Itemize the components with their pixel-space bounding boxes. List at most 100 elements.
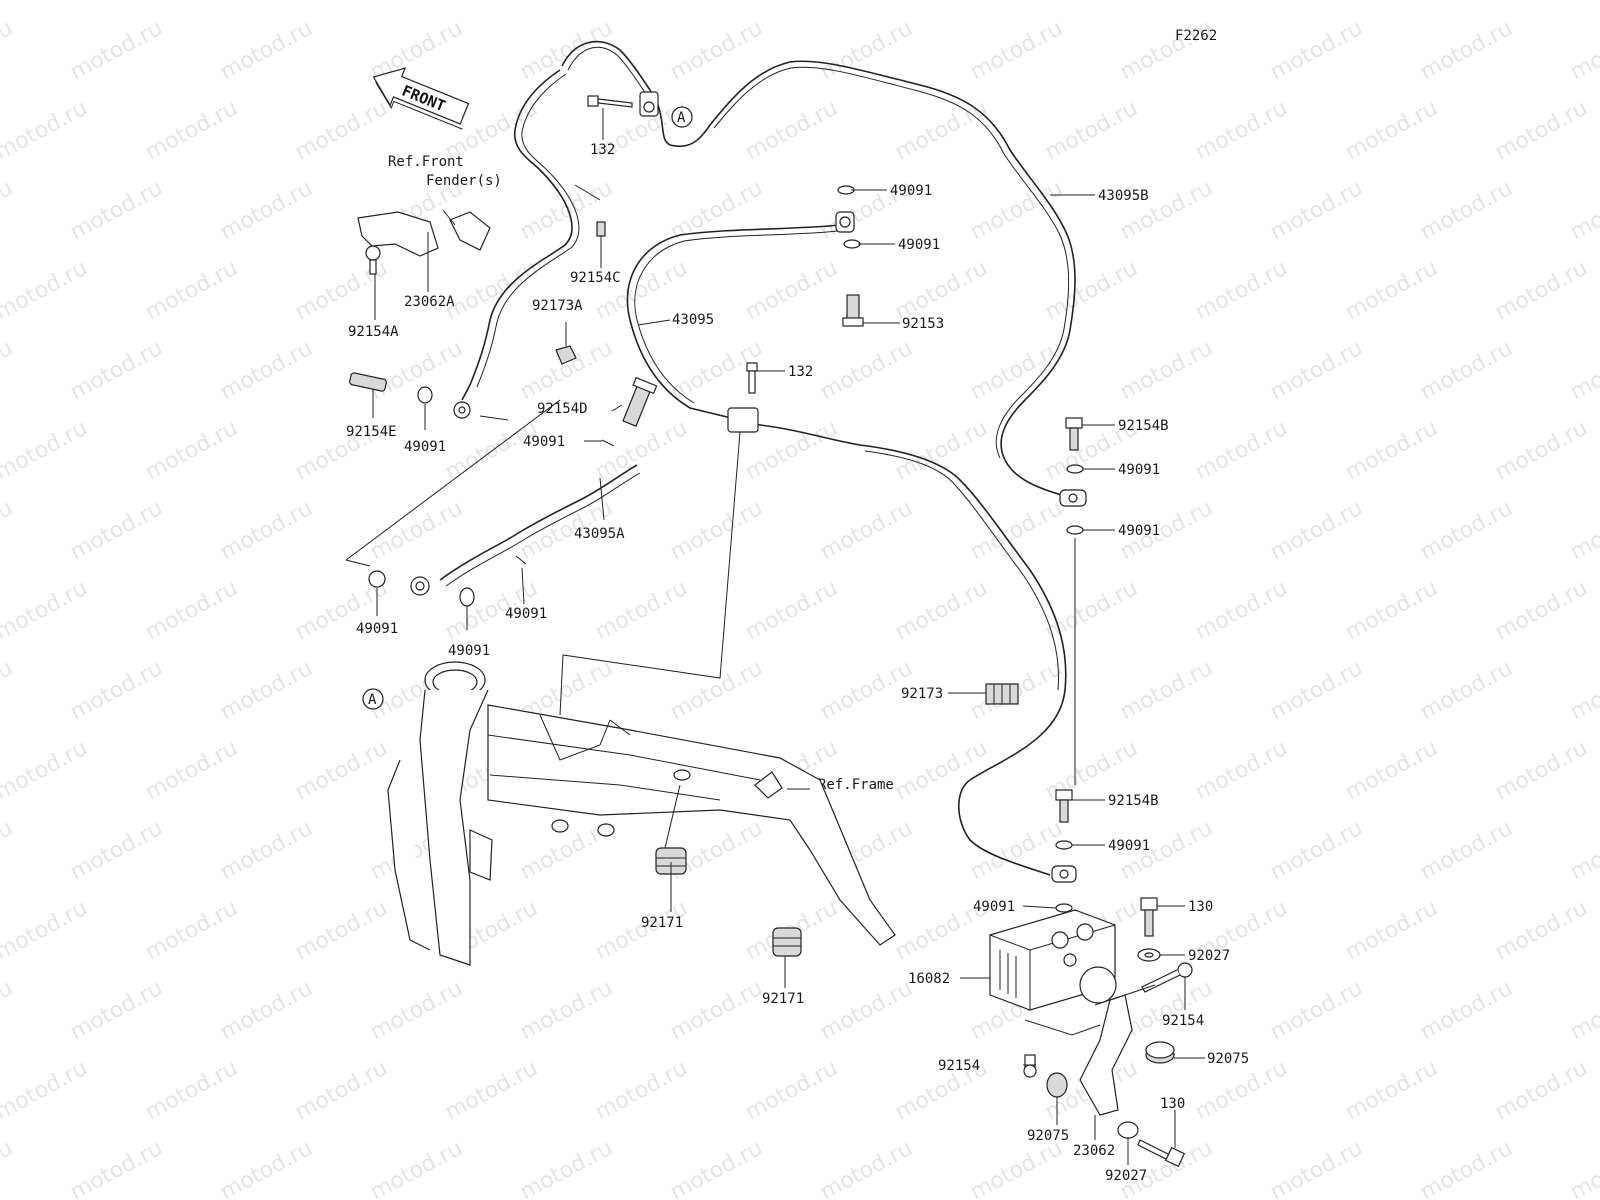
watermark-text: motod.ru: [0, 576, 92, 645]
label-132-top: 132: [590, 142, 615, 158]
watermark-text: motod.ru: [1341, 1056, 1442, 1125]
watermark-text: motod.ru: [0, 816, 17, 885]
label-92154b-top: 92154B: [1118, 418, 1169, 434]
bleeder-92154e: [349, 372, 387, 392]
label-49091-j: 49091: [1108, 838, 1150, 854]
label-92075-right: 92075: [1207, 1051, 1249, 1067]
watermark-text: motod.ru: [66, 496, 167, 565]
watermark-text: motod.ru: [0, 0, 92, 5]
watermark-text: motod.ru: [66, 976, 167, 1045]
watermark-text: motod.ru: [1416, 16, 1517, 85]
watermark-text: motod.ru: [1041, 0, 1142, 5]
label-130-top: 130: [1188, 899, 1213, 915]
label-92171-a: 92171: [641, 915, 683, 931]
watermark-text: motod.ru: [366, 496, 467, 565]
label-92153: 92153: [902, 316, 944, 332]
watermark-text: motod.ru: [1416, 976, 1517, 1045]
screw-92154-left: [1023, 1054, 1037, 1078]
watermark-text: motod.ru: [1266, 496, 1367, 565]
label-92154e: 92154E: [346, 424, 397, 440]
washer-49091-i: [1066, 525, 1084, 535]
bolt-130-top: [1140, 897, 1158, 937]
watermark-text: motod.ru: [966, 1136, 1067, 1200]
watermark-text: motod.ru: [1491, 1056, 1592, 1125]
watermark-text: motod.ru: [1491, 256, 1592, 325]
label-49091-e: 49091: [505, 606, 547, 622]
watermark-text: motod.ru: [1566, 976, 1600, 1045]
watermark-text: motod.ru: [816, 1136, 917, 1200]
label-92154b-bottom: 92154B: [1108, 793, 1159, 809]
watermark-text: motod.ru: [516, 16, 617, 85]
watermark-text: motod.ru: [1266, 16, 1367, 85]
watermark-text: motod.ru: [1341, 736, 1442, 805]
watermark-text: motod.ru: [0, 976, 17, 1045]
banjo-bolt-92154b-top: [1065, 417, 1083, 451]
label-49091-k: 49091: [973, 899, 1015, 915]
watermark-text: motod.ru: [291, 736, 392, 805]
label-43095: 43095: [672, 312, 714, 328]
watermark-text: motod.ru: [66, 16, 167, 85]
banjo-bolt-92154d: [622, 376, 658, 427]
label-49091-h: 49091: [1118, 462, 1160, 478]
banjo-fitting-right-bottom: [1051, 865, 1077, 883]
watermark-text: motod.ru: [0, 96, 92, 165]
watermark-text: motod.ru: [1491, 416, 1592, 485]
watermark-text: motod.ru: [1491, 736, 1592, 805]
watermark-text: motod.ru: [1191, 256, 1292, 325]
watermark-text: motod.ru: [891, 96, 992, 165]
watermark-text: motod.ru: [1116, 656, 1217, 725]
watermark-text: motod.ru: [666, 656, 767, 725]
watermark-text: motod.ru: [741, 96, 842, 165]
watermark-text: motod.ru: [1416, 816, 1517, 885]
watermark-text: motod.ru: [291, 1056, 392, 1125]
hose-43095a-upper-line-2: [476, 73, 580, 388]
leader-lines: [345, 108, 1205, 1165]
label-23062a: 23062A: [404, 294, 455, 310]
watermark-text: motod.ru: [966, 496, 1067, 565]
watermark-text: motod.ru: [141, 0, 242, 5]
watermark-text: motod.ru: [216, 16, 317, 85]
label-92075-left: 92075: [1027, 1128, 1069, 1144]
watermark-text: motod.ru: [1116, 336, 1217, 405]
watermark-text: motod.ru: [1566, 496, 1600, 565]
label-132-mid: 132: [788, 364, 813, 380]
watermark-text: motod.ru: [216, 336, 317, 405]
label-49091-b: 49091: [898, 237, 940, 253]
watermark-text: motod.ru: [1341, 96, 1442, 165]
watermark-text: motod.ru: [441, 416, 542, 485]
watermark-text: motod.ru: [1491, 896, 1592, 965]
svg-text:A: A: [677, 110, 686, 126]
watermark-text: motod.ru: [1416, 336, 1517, 405]
label-43095a: 43095A: [574, 526, 625, 542]
watermark-text: motod.ru: [1041, 256, 1142, 325]
callout-a-frame: A: [362, 688, 384, 710]
watermark-text: motod.ru: [1566, 656, 1600, 725]
watermark-text: motod.ru: [291, 96, 392, 165]
watermark-text: motod.ru: [1341, 576, 1442, 645]
hose-43095-line-2: [634, 230, 1060, 691]
watermark-text: motod.ru: [891, 256, 992, 325]
watermark-text: motod.ru: [66, 816, 167, 885]
label-130-bottom: 130: [1160, 1096, 1185, 1112]
watermark-text: motod.ru: [516, 1136, 617, 1200]
label-49091-d: 49091: [523, 434, 565, 450]
watermark-text: motod.ru: [1266, 176, 1367, 245]
watermark-text: motod.ru: [66, 656, 167, 725]
part-labels: 132 43095B 49091 49091 92153 43095 132 9…: [346, 142, 1249, 1184]
watermark-text: motod.ru: [1416, 496, 1517, 565]
watermark-text: motod.ru: [891, 736, 992, 805]
watermark-text: motod.ru: [1341, 256, 1442, 325]
watermark-text: motod.ru: [291, 0, 392, 5]
label-43095b: 43095B: [1098, 188, 1149, 204]
watermark-text: motod.ru: [0, 656, 17, 725]
screw-92154c: [596, 221, 606, 237]
watermark-text: motod.ru: [591, 0, 692, 5]
watermark-text: motod.ru: [966, 16, 1067, 85]
watermark-text: motod.ru: [666, 496, 767, 565]
watermark-text: motod.ru: [1566, 336, 1600, 405]
callout-a-top: A: [671, 106, 693, 128]
banjo-fitting-mid: [835, 211, 855, 233]
watermark-text: motod.ru: [516, 976, 617, 1045]
